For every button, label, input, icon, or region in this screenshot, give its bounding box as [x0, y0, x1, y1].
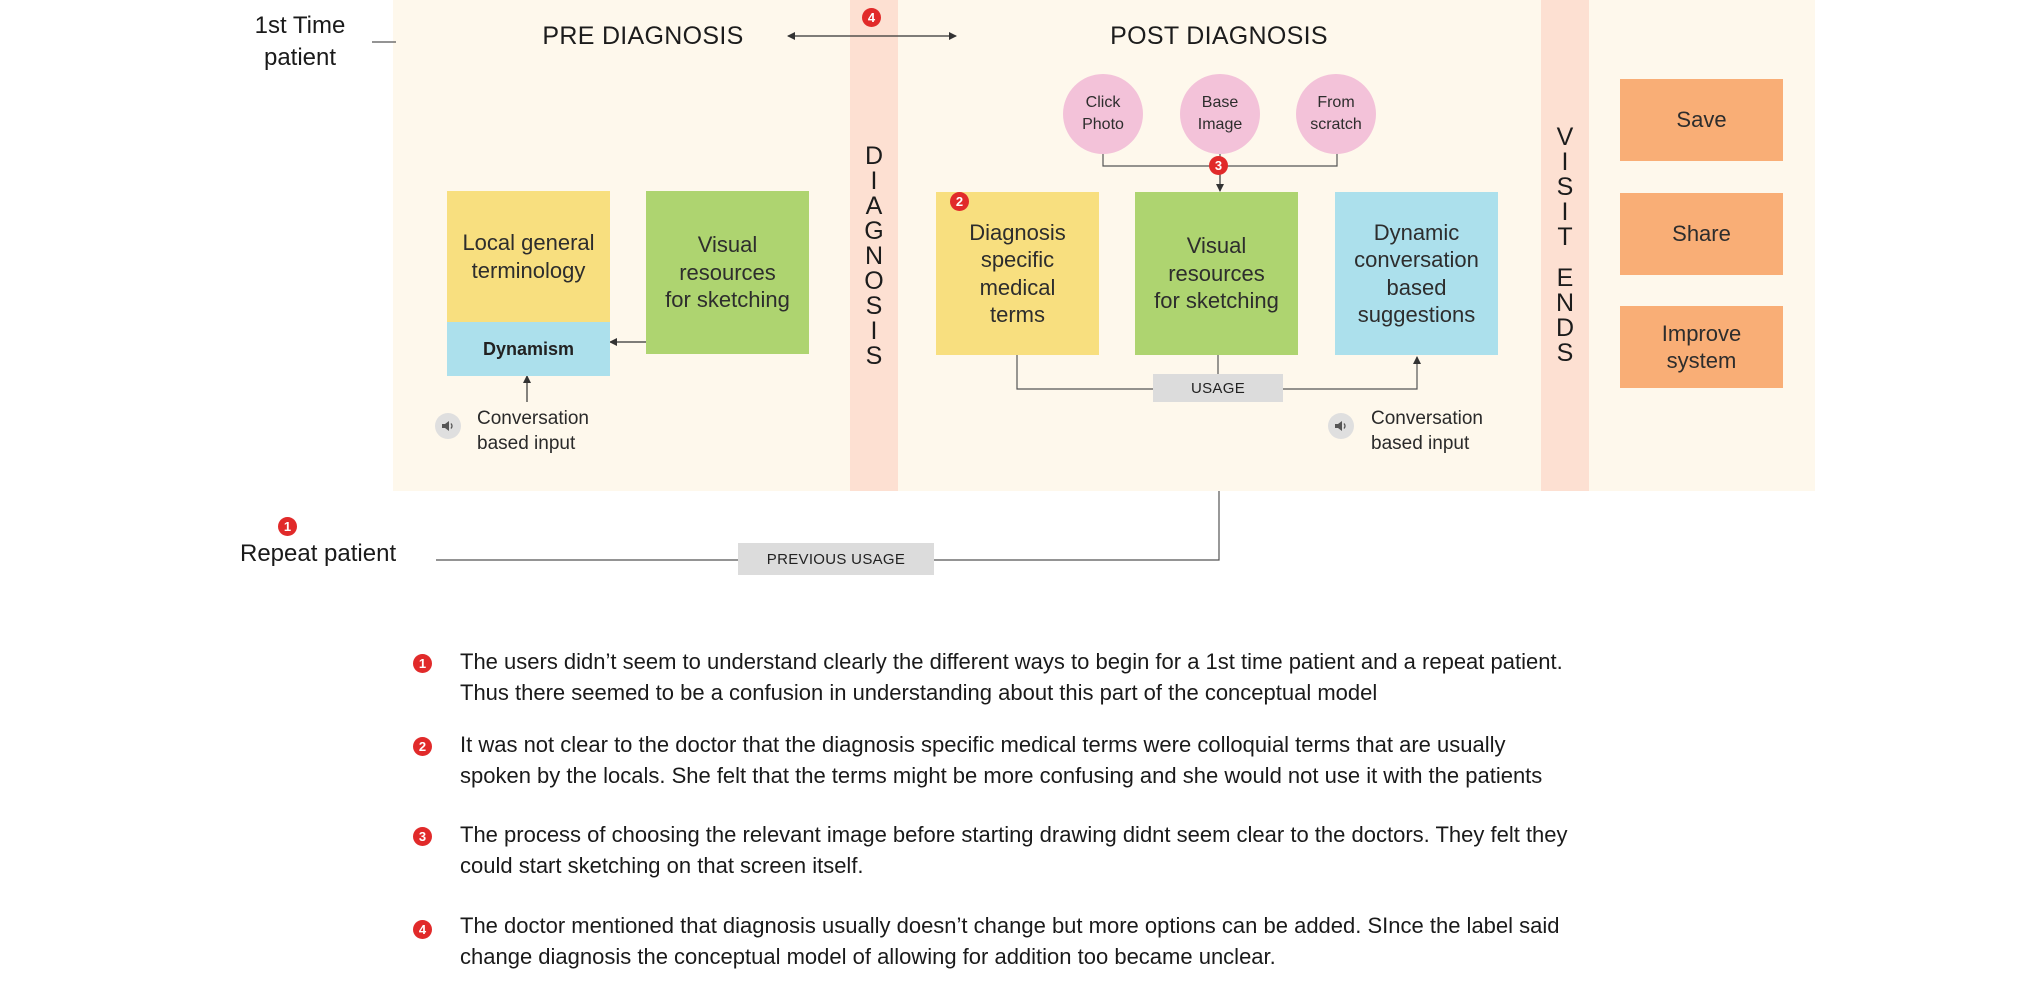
previous-usage-tag: PREVIOUS USAGE: [738, 543, 934, 575]
pre-conversation-input-label: Conversation based input: [477, 408, 589, 454]
post-visual-resources-box: Visual resources for sketching: [1135, 192, 1298, 355]
previous-usage-line: [436, 491, 1220, 561]
note-4-text: The doctor mentioned that diagnosis usua…: [460, 910, 1800, 972]
badge-4: 4: [862, 8, 881, 27]
note-1-line-2: Thus there seemed to be a confusion in u…: [460, 680, 1378, 705]
dynamic-suggestions-box: Dynamic conversation based suggestions: [1335, 192, 1498, 355]
note-4-line-2: change diagnosis the conceptual model of…: [460, 944, 1276, 969]
usage-tag: USAGE: [1153, 374, 1283, 402]
note-4-line-1: The doctor mentioned that diagnosis usua…: [460, 913, 1560, 938]
badge-2: 2: [950, 192, 969, 211]
first-time-patient-label: 1st Time patient: [254, 12, 346, 72]
local-terminology-box: Local general terminology: [447, 191, 610, 322]
post-diagnosis-header: POST DIAGNOSIS: [1110, 22, 1328, 50]
repeat-patient-label: Repeat patient: [240, 540, 397, 567]
save-box: Save: [1620, 79, 1783, 161]
medical-terms-box: Diagnosis specific medical terms: [936, 192, 1099, 355]
share-box: Share: [1620, 193, 1783, 275]
visit-ends-band: [1541, 0, 1589, 491]
from-scratch-circle: From scratch: [1296, 74, 1376, 154]
note-3-text: The process of choosing the relevant ima…: [460, 819, 1800, 881]
diagnosis-band: [850, 0, 898, 491]
badge-3: 3: [1209, 156, 1228, 175]
note-3-line-1: The process of choosing the relevant ima…: [460, 822, 1568, 847]
note-1-badge: 1: [413, 654, 432, 673]
pre-visual-resources-box: Visual resources for sketching: [646, 191, 809, 354]
note-4-badge: 4: [413, 920, 432, 939]
improve-system-box: Improve system: [1620, 306, 1783, 388]
note-2-text: It was not clear to the doctor that the …: [460, 729, 1800, 791]
note-1-line-1: The users didn’t seem to understand clea…: [460, 649, 1563, 674]
speaker-icon: [1328, 413, 1354, 439]
dynamism-box: Dynamism: [447, 322, 610, 376]
post-conversation-input-label: Conversation based input: [1371, 408, 1483, 454]
note-3-badge: 3: [413, 827, 432, 846]
base-image-circle: Base Image: [1180, 74, 1260, 154]
note-2-line-1: It was not clear to the doctor that the …: [460, 732, 1506, 757]
note-2-line-2: spoken by the locals. She felt that the …: [460, 763, 1543, 788]
note-3-line-2: could start sketching on that screen its…: [460, 853, 864, 878]
badge-1: 1: [278, 517, 297, 536]
note-2-badge: 2: [413, 737, 432, 756]
click-photo-circle: Click Photo: [1063, 74, 1143, 154]
speaker-icon: [435, 413, 461, 439]
note-1-text: The users didn’t seem to understand clea…: [460, 646, 1800, 708]
pre-diagnosis-header: PRE DIAGNOSIS: [542, 22, 744, 50]
